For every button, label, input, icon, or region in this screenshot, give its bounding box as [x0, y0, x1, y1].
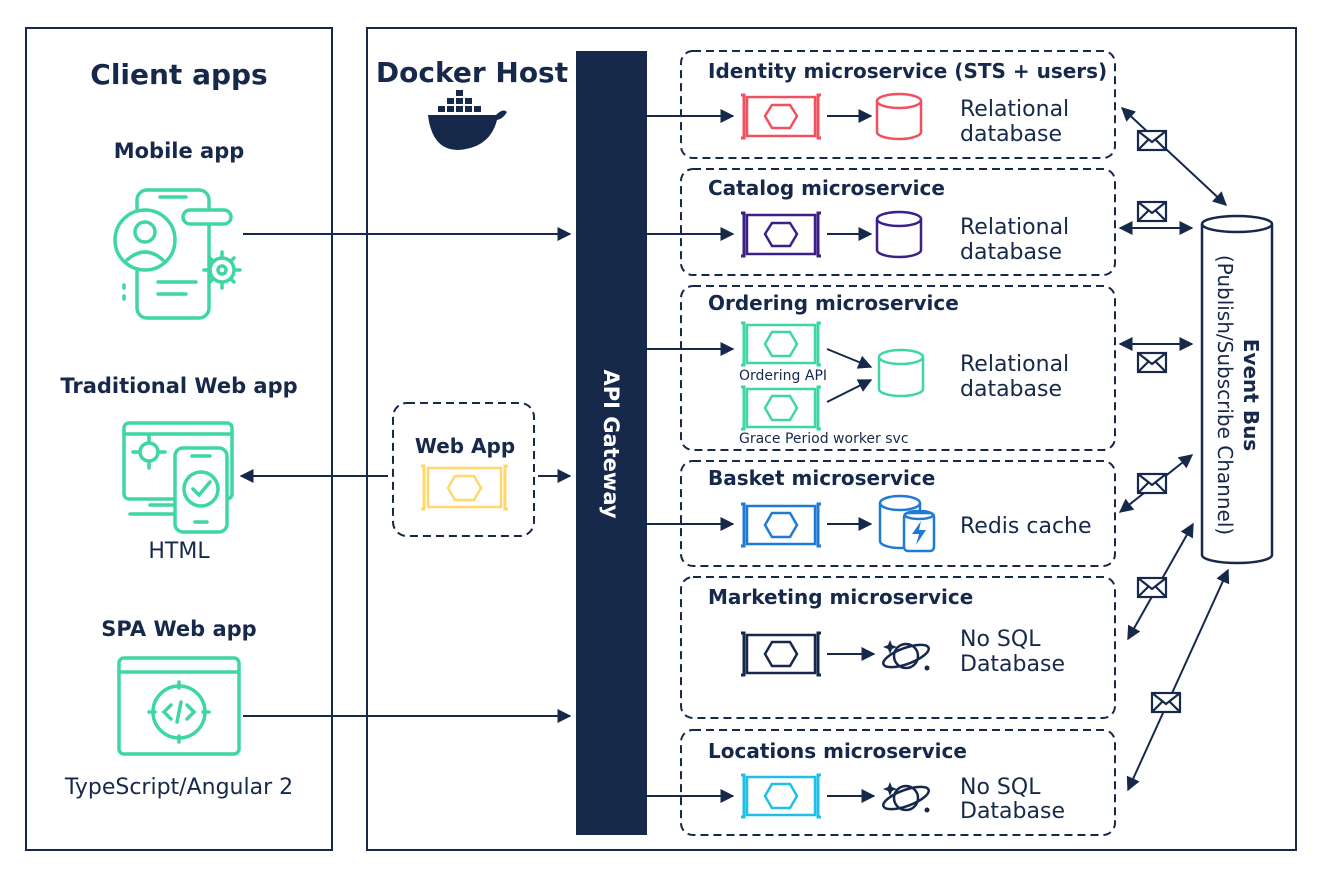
envelope-icon	[1150, 691, 1182, 714]
catalog-db-label-line1: Relational	[960, 215, 1069, 240]
identity-container-icon	[741, 93, 821, 140]
basket-db-label: Redis cache	[960, 514, 1092, 539]
catalog-microservice-box	[680, 168, 1116, 276]
code-window-icon	[117, 656, 241, 756]
envelope-icon	[1136, 200, 1168, 223]
redis-cache-icon	[878, 494, 936, 553]
identity-microservice-box	[680, 50, 1116, 159]
marketing-container-icon	[741, 631, 821, 677]
api-gateway-label: API Gateway	[599, 369, 623, 518]
identity-eventbus-arrow	[1120, 107, 1228, 206]
ordering-db-label-line1: Relational	[960, 352, 1069, 377]
marketing-db-label-line1: No SQL	[960, 627, 1041, 652]
marketing-db-label-line2: Database	[960, 652, 1065, 677]
marketing-microservice-title: Marketing microservice	[708, 585, 973, 609]
traditional-web-app-sublabel: HTML	[148, 539, 210, 564]
identity-db-label-line2: database	[960, 122, 1062, 147]
marketing-nosql-galaxy-icon	[882, 640, 930, 671]
docker-host-panel	[366, 27, 1297, 851]
ordering-microservice-title: Ordering microservice	[708, 291, 959, 315]
event-bus-subtitle: (Publish/Subscribe Channel)	[1213, 255, 1237, 535]
catalog-container-icon	[741, 211, 821, 258]
envelope-icon	[1136, 576, 1168, 599]
worker-to-db-arrow	[826, 379, 873, 403]
catalog-database-icon	[875, 210, 923, 259]
basket-container-icon	[741, 502, 821, 548]
event-bus-title: Event Bus	[1239, 339, 1263, 451]
ordering-db-label-line2: database	[960, 377, 1062, 402]
locations-microservice-title: Locations microservice	[708, 739, 967, 763]
api-gateway-bar	[576, 51, 647, 835]
web-app-container-icon	[421, 464, 508, 511]
web-browser-icon	[122, 421, 234, 534]
docker-whale-icon	[428, 90, 507, 150]
ordering-api-to-db-arrow	[826, 348, 873, 369]
ordering-database-icon	[877, 348, 925, 398]
locations-db-label-line1: No SQL	[960, 775, 1041, 800]
catalog-microservice-title: Catalog microservice	[708, 176, 945, 200]
locations-microservice-box	[680, 729, 1116, 836]
locations-nosql-galaxy-icon	[882, 782, 930, 813]
catalog-db-label-line2: database	[960, 240, 1062, 265]
envelope-icon	[1136, 129, 1168, 152]
mobile-phone-icon	[113, 188, 242, 320]
spa-web-app-sublabel: TypeScript/Angular 2	[64, 775, 293, 800]
web-app-label: Web App	[415, 434, 515, 458]
locations-db-label-line2: Database	[960, 799, 1065, 824]
spa-web-app-label: SPA Web app	[101, 617, 256, 641]
locations-container-icon	[741, 773, 821, 819]
connectors	[239, 107, 1230, 803]
grace-period-worker-container-icon	[741, 385, 821, 431]
identity-microservice-title: Identity microservice (STS + users)	[708, 59, 1107, 83]
grace-period-worker-label: Grace Period worker svc	[739, 431, 909, 447]
ordering-api-container-icon	[741, 321, 821, 367]
ordering-microservice-box	[680, 285, 1116, 451]
traditional-web-app-label: Traditional Web app	[60, 374, 297, 398]
envelope-icon	[1136, 351, 1168, 374]
docker-host-title: Docker Host	[376, 56, 568, 89]
locations-eventbus-arrow	[1126, 568, 1230, 792]
marketing-microservice-box	[680, 576, 1116, 719]
event-bus-cylinder	[1200, 214, 1274, 565]
basket-microservice-title: Basket microservice	[708, 466, 935, 490]
basket-microservice-box	[680, 460, 1116, 567]
ordering-api-label: Ordering API	[739, 368, 827, 384]
envelope-icon	[1136, 472, 1168, 495]
identity-database-icon	[875, 92, 923, 141]
identity-db-label-line1: Relational	[960, 97, 1069, 122]
client-apps-title: Client apps	[90, 58, 267, 91]
client-apps-panel	[25, 27, 333, 851]
web-app-box	[392, 402, 535, 537]
mobile-app-label: Mobile app	[114, 139, 245, 163]
